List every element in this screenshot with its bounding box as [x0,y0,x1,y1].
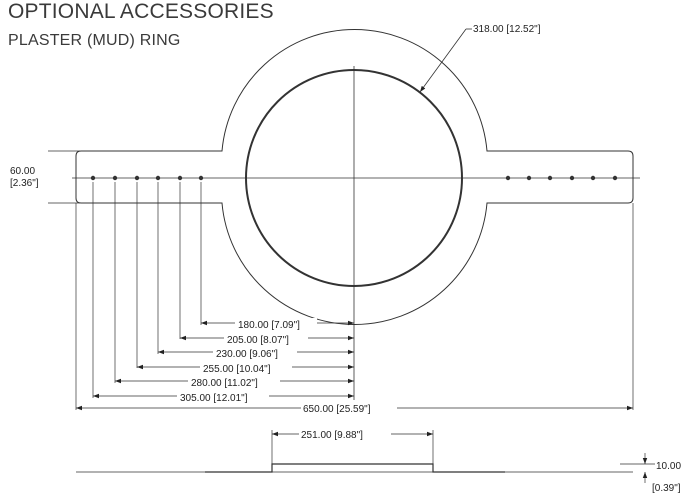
side-view: 251.00 [9.88"] 10.00 [0.39"] [76,428,681,494]
page-subtitle: PLASTER (MUD) RING [8,32,181,49]
page-title: OPTIONAL ACCESSORIES [8,0,274,23]
height-label-in: [2.36"] [10,178,39,189]
mounting-holes [90,175,618,181]
hole [134,175,140,181]
height-dimension: 60.00 [2.36"] [10,150,80,204]
hole [590,175,596,181]
thickness-label-mm: 10.00 [656,461,681,472]
hole [90,175,96,181]
ring-outline [75,29,634,325]
hole [569,175,575,181]
diameter-label: 318.00 [12.52"] [473,24,541,35]
offset-label: 180.00 [7.09"] [238,320,300,331]
side-view-profile [205,463,505,473]
overall-width-label: 650.00 [25.59"] [303,404,371,415]
offset-label: 305.00 [12.01"] [180,393,248,404]
thickness-label-in: [0.39"] [652,483,681,494]
diameter-leader [419,28,467,93]
hole [547,175,553,181]
offset-label: 255.00 [10.04"] [203,364,271,375]
side-width-label: 251.00 [9.88"] [301,430,363,441]
hole-extension-lines [75,182,634,410]
hole [505,175,511,181]
hole [612,175,618,181]
hole [198,175,204,181]
hole [112,175,118,181]
offset-label: 280.00 [11.02"] [191,378,258,389]
hole [155,175,161,181]
hole [177,175,183,181]
height-label-mm: 60.00 [10,166,35,177]
offset-dimensions: 180.00 [7.09"] 205.00 [8.07"] 230.00 [9.… [93,318,354,404]
hole [526,175,532,181]
offset-label: 205.00 [8.07"] [227,335,289,346]
overall-width-dimension: 650.00 [25.59"] [76,402,633,415]
offset-label: 230.00 [9.06"] [216,349,278,360]
